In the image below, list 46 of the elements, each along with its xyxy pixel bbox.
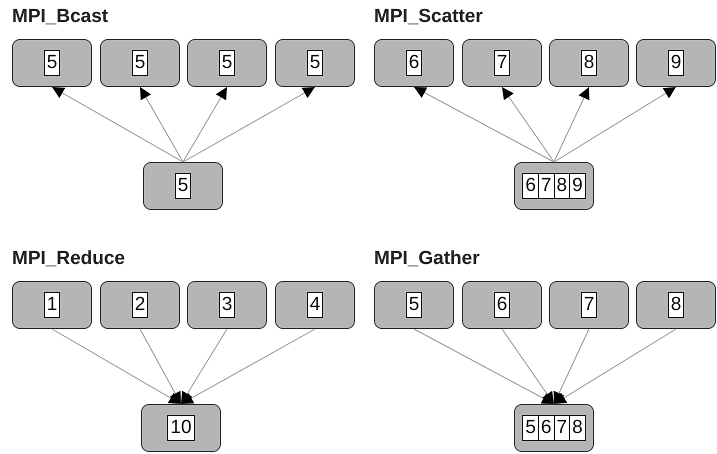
arrow bbox=[52, 328, 182, 404]
panel-title: MPI_Gather bbox=[374, 248, 480, 270]
process-box bbox=[374, 281, 454, 329]
arrow bbox=[554, 86, 590, 162]
process-box bbox=[100, 39, 180, 87]
process-box bbox=[141, 404, 221, 452]
arrow bbox=[502, 86, 554, 162]
arrow bbox=[554, 328, 676, 404]
process-box bbox=[187, 281, 267, 329]
process-box bbox=[143, 162, 223, 210]
arrow bbox=[140, 328, 182, 404]
arrow bbox=[554, 86, 676, 162]
process-box bbox=[462, 39, 542, 87]
value-cell: 9 bbox=[569, 174, 585, 198]
process-box bbox=[187, 39, 267, 87]
arrow bbox=[182, 86, 316, 162]
process-box bbox=[12, 39, 92, 87]
arrow bbox=[180, 328, 316, 404]
process-box bbox=[12, 281, 92, 329]
arrow bbox=[554, 328, 590, 404]
arrow bbox=[182, 86, 228, 162]
process-box bbox=[636, 281, 716, 329]
panel-title: MPI_Scatter bbox=[374, 6, 483, 28]
process-box bbox=[549, 281, 629, 329]
value-cell: 8 bbox=[569, 416, 585, 440]
process-box bbox=[275, 39, 355, 87]
value-cell: 7 bbox=[538, 174, 554, 198]
arrow bbox=[502, 328, 554, 404]
process-box bbox=[514, 404, 594, 452]
process-box bbox=[636, 39, 716, 87]
value-cell: 7 bbox=[554, 416, 570, 440]
value-cell: 8 bbox=[554, 174, 570, 198]
panel-title: MPI_Reduce bbox=[12, 248, 125, 270]
process-box bbox=[514, 162, 594, 210]
process-box bbox=[100, 281, 180, 329]
process-box bbox=[374, 39, 454, 87]
process-box bbox=[549, 39, 629, 87]
process-box bbox=[462, 281, 542, 329]
process-box bbox=[275, 281, 355, 329]
arrow bbox=[140, 86, 184, 162]
arrow bbox=[414, 328, 554, 404]
panel-title: MPI_Bcast bbox=[12, 6, 108, 28]
arrow bbox=[414, 86, 554, 162]
arrow bbox=[52, 86, 184, 162]
value-cell: 6 bbox=[538, 416, 554, 440]
arrow bbox=[180, 328, 228, 404]
